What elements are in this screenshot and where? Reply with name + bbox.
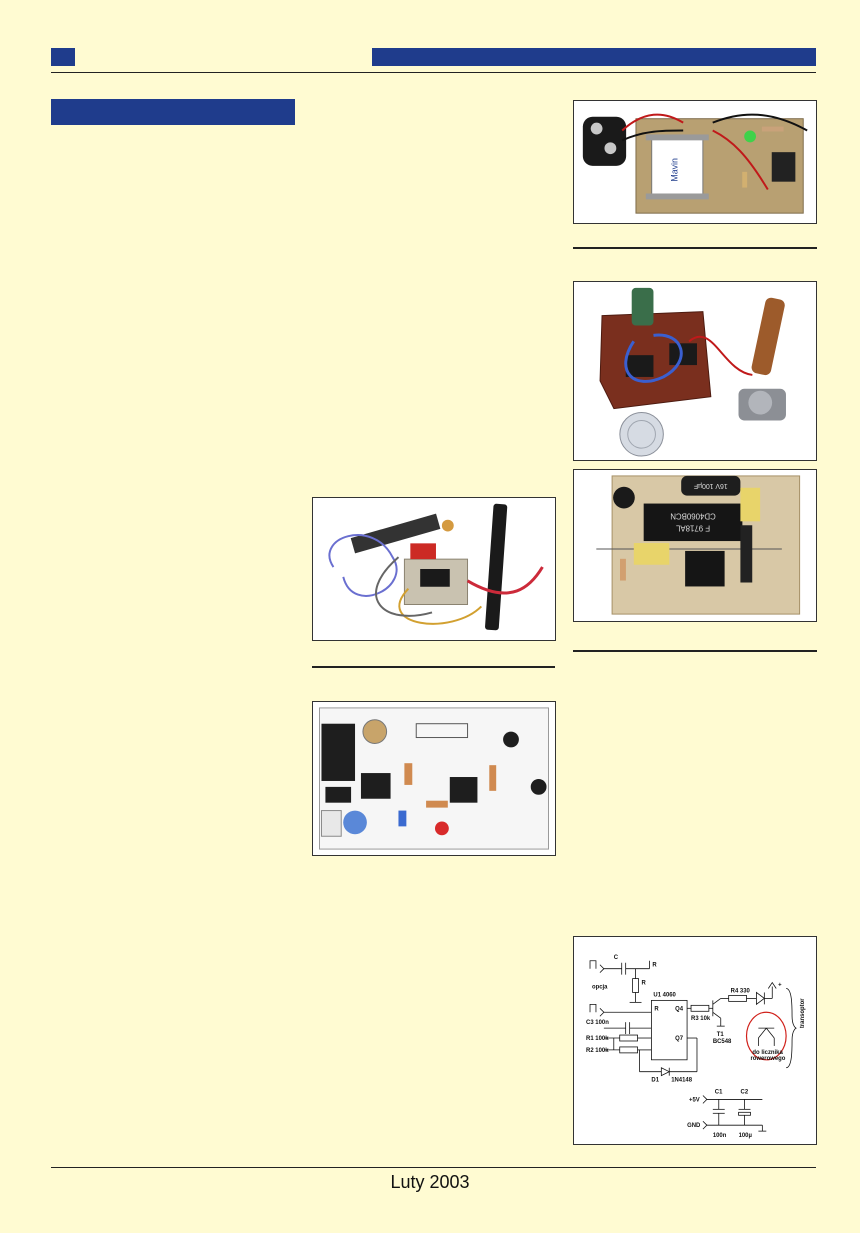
caption-rule-right-2 — [573, 650, 817, 652]
sch-t1: T1 — [717, 1032, 725, 1038]
sch-plus: + — [778, 983, 782, 989]
sch-c2: C2 — [741, 1089, 749, 1095]
sch-opcja: opcja — [592, 985, 608, 991]
footer-date: Luty 2003 — [390, 1172, 470, 1192]
sch-vcc: +5V — [689, 1097, 700, 1103]
sch-d1: D1 — [651, 1078, 659, 1084]
sch-pin-q4: Q4 — [675, 1006, 684, 1012]
sch-c1: C1 — [715, 1089, 723, 1095]
photo-slide-pot-board — [312, 497, 556, 641]
sch-r3: R3 10k — [691, 1016, 711, 1022]
sch-ic-name: U1 4060 — [653, 992, 676, 998]
sch-t1-type: BC548 — [713, 1039, 732, 1045]
photo-pcb-layout — [312, 701, 556, 856]
sch-pin-r: R — [654, 1006, 659, 1012]
photo-cd4060-board: 16V 100µF CD4060BCN F 9718AL — [573, 469, 817, 622]
header-title-bar — [372, 48, 816, 66]
sch-r1: R1 100k — [586, 1036, 609, 1042]
ic-marking-1: CD4060BCN — [670, 511, 716, 520]
circuit-schematic: C R R opcja U1 4060 R Q4 Q7 R3 10k R4 33… — [573, 936, 817, 1145]
sch-transoptor: transoptor — [800, 998, 806, 1028]
caption-rule-middle — [312, 666, 555, 668]
photo-potentiometer-board — [573, 281, 817, 461]
sch-d1-type: 1N4148 — [671, 1078, 692, 1084]
sch-c1-val: 100n — [713, 1133, 727, 1139]
sch-r4: R4 330 — [731, 988, 751, 994]
relay-label: Mavin — [669, 158, 679, 182]
header-page-number-block — [51, 48, 75, 66]
sch-r-top: R — [642, 981, 647, 987]
sch-c2-val: 100µ — [739, 1133, 753, 1139]
photo-relay-board: Mavin — [573, 100, 817, 224]
header-rule — [51, 72, 816, 73]
sch-pin-q7: Q7 — [675, 1036, 684, 1042]
sch-r2: R2 100k — [586, 1048, 609, 1054]
footer-rule — [51, 1167, 816, 1168]
sch-gnd: GND — [687, 1123, 701, 1129]
sch-c: C — [614, 955, 619, 961]
sch-licznik-2: rowerowego — [750, 1056, 785, 1062]
ic-marking-2: F 9718AL — [675, 523, 710, 532]
capacitor-marking: 16V 100µF — [694, 482, 728, 489]
caption-rule-right-1 — [573, 247, 817, 249]
section-heading-bar — [51, 99, 295, 125]
sch-licznik-1: do licznika — [752, 1050, 783, 1056]
sch-c3: C3 100n — [586, 1020, 609, 1026]
sch-r-pin-top: R — [652, 963, 657, 969]
